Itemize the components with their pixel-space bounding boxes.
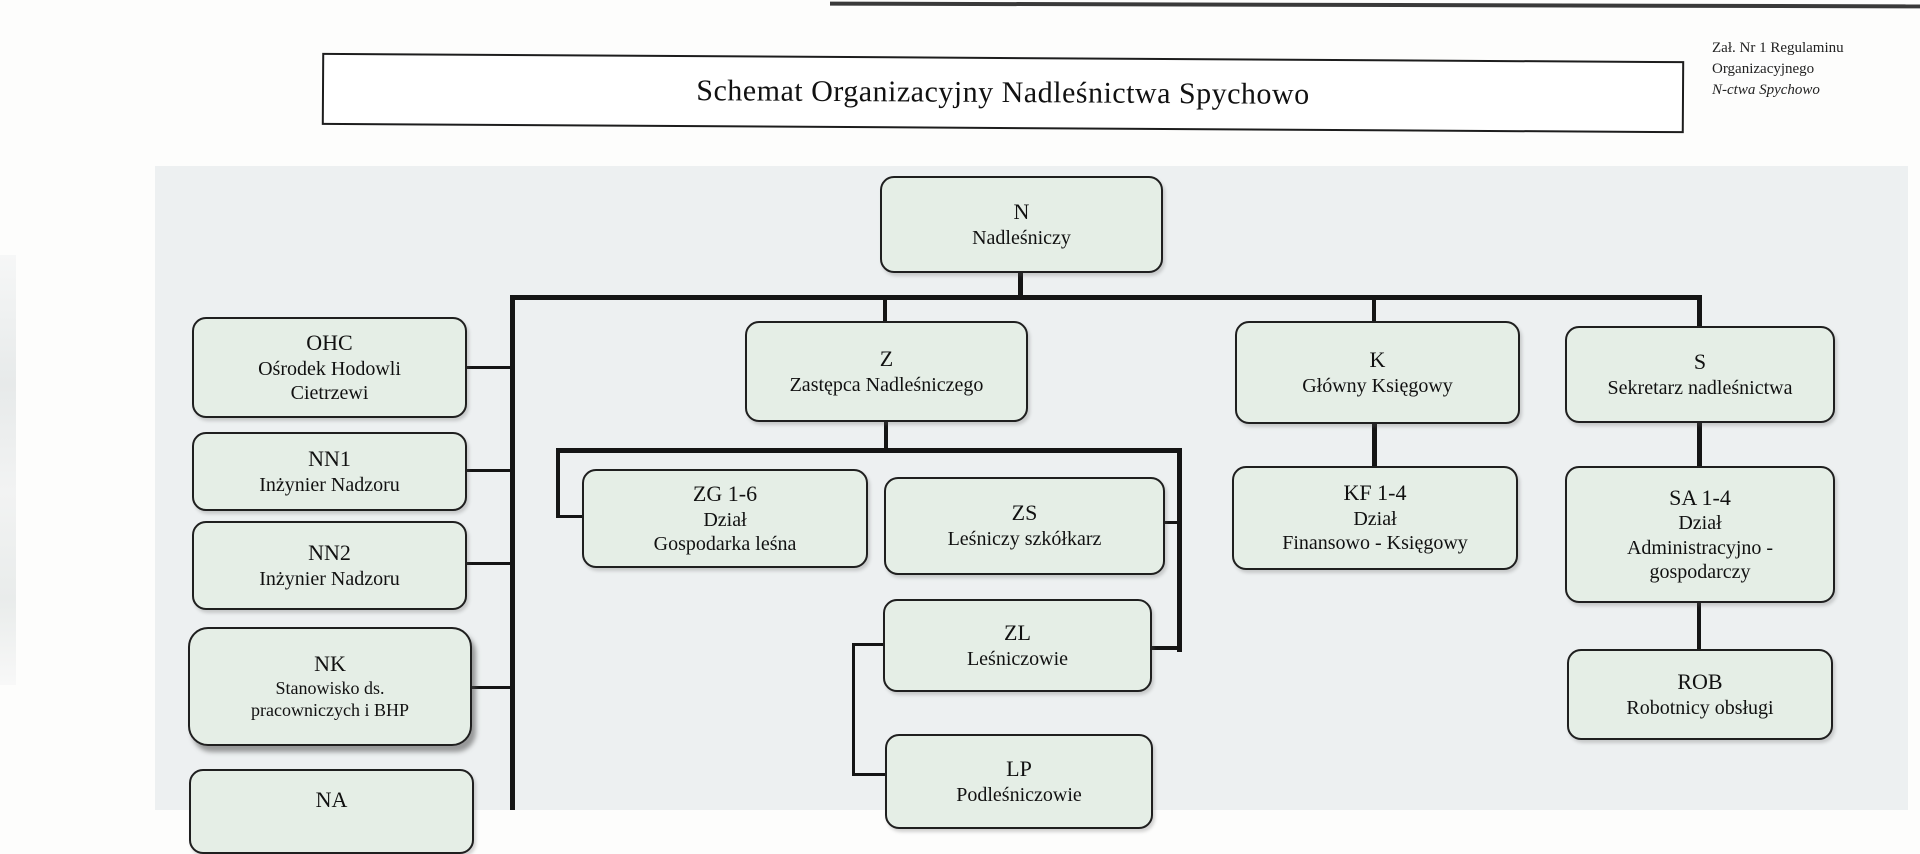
- node-label: Inżynier Nadzoru: [259, 567, 400, 590]
- node-label: pracowniczych i BHP: [251, 699, 409, 720]
- node-label: Dział: [703, 508, 747, 531]
- connector-stub-zs: [1160, 521, 1180, 524]
- org-node-nn2: NN2 Inżynier Nadzoru: [192, 521, 467, 610]
- node-label: Zastępca Nadleśniczego: [789, 373, 984, 396]
- org-node-zg: ZG 1-6 Dział Gospodarka leśna: [582, 469, 868, 568]
- scan-artifact-left-smudge: [0, 255, 16, 685]
- connector-sa-rob: [1697, 601, 1701, 651]
- connector-stub-ohc: [465, 366, 512, 369]
- attachment-note-line: N-ctwa Spychowo: [1712, 82, 1820, 98]
- node-label: Główny Księgowy: [1302, 374, 1453, 397]
- node-label: Inżynier Nadzoru: [259, 473, 400, 496]
- node-code: NA: [315, 787, 348, 812]
- connector-stub-zg: [556, 515, 586, 518]
- connector-stub-lp: [852, 773, 888, 776]
- org-node-ohc: OHC Ośrodek Hodowli Cietrzewi: [192, 317, 467, 418]
- connector-zg-elbow: [556, 448, 560, 518]
- org-node-lp: LP Podleśniczowie: [885, 734, 1153, 829]
- connector-z-drop: [883, 297, 887, 323]
- connector-stub-nn2: [465, 562, 512, 565]
- connector-k-drop: [1372, 297, 1376, 323]
- node-code: ZL: [1004, 619, 1031, 645]
- node-code: ZG 1-6: [692, 480, 758, 506]
- org-node-sa: SA 1-4 Dział Administracyjno - gospodarc…: [1565, 466, 1835, 603]
- connector-n-drop: [1018, 271, 1023, 300]
- org-node-nn1: NN1 Inżynier Nadzoru: [192, 432, 467, 511]
- scan-artifact-top-line: [829, 1, 1920, 9]
- node-label: Cietrzewi: [290, 381, 369, 404]
- org-node-rob: ROB Robotnicy obsługi: [1567, 649, 1833, 740]
- node-label: Podleśniczowie: [956, 783, 1082, 806]
- connector-main-bus: [510, 295, 1702, 300]
- node-label: Sekretarz nadleśnictwa: [1607, 376, 1793, 399]
- node-code: NN1: [308, 445, 351, 471]
- connector-s-drop: [1697, 295, 1702, 329]
- node-label: Dział: [1353, 508, 1397, 531]
- node-code: LP: [1006, 755, 1032, 781]
- connector-left-spine: [510, 295, 515, 810]
- org-node-na: NA: [189, 769, 474, 854]
- node-label: Ośrodek Hodowli: [258, 357, 401, 380]
- org-node-nk: NK Stanowisko ds. pracowniczych i BHP: [188, 627, 472, 746]
- node-label: Dział: [1678, 512, 1722, 535]
- node-code: OHC: [306, 329, 353, 355]
- title-box: Schemat Organizacyjny Nadleśnictwa Spych…: [321, 52, 1685, 134]
- node-label: Finansowo - Księgowy: [1282, 532, 1468, 555]
- node-code: SA 1-4: [1669, 484, 1731, 510]
- org-node-k: K Główny Księgowy: [1235, 321, 1520, 424]
- connector-stub-nn1: [465, 469, 512, 472]
- node-code: KF 1-4: [1343, 480, 1407, 506]
- node-label: Stanowisko ds.: [275, 677, 385, 698]
- attachment-note-line: Zał. Nr 1 Regulaminu: [1712, 40, 1844, 56]
- node-code: S: [1693, 348, 1707, 374]
- attachment-note-line: Organizacyjnego: [1712, 61, 1815, 77]
- document-title: Schemat Organizacyjny Nadleśnictwa Spych…: [696, 74, 1310, 111]
- node-code: N: [1013, 198, 1030, 224]
- node-label: Robotnicy obsługi: [1626, 696, 1774, 719]
- connector-z-sub-bus: [556, 448, 1182, 453]
- node-code: Z: [879, 345, 894, 371]
- connector-stub-zl: [1148, 646, 1180, 650]
- connector-right-elbow: [1177, 448, 1182, 652]
- connector-zl-left-stub: [852, 643, 886, 646]
- org-node-zs: ZS Leśniczy szkółkarz: [884, 477, 1165, 575]
- node-label: Leśniczy szkółkarz: [947, 528, 1102, 551]
- org-node-n: N Nadleśniczy: [880, 176, 1163, 273]
- node-label: Nadleśniczy: [972, 226, 1071, 249]
- org-node-zl: ZL Leśniczowie: [883, 599, 1152, 692]
- node-label: gospodarczy: [1649, 561, 1751, 584]
- node-code: NK: [314, 651, 346, 677]
- connector-z-down: [884, 420, 888, 452]
- node-label: Leśniczowie: [966, 647, 1069, 670]
- connector-s-sa: [1697, 421, 1702, 468]
- connector-k-kf: [1372, 422, 1377, 468]
- node-label: Administracyjno -: [1626, 536, 1774, 559]
- connector-stub-nk: [470, 686, 512, 689]
- node-code: ZS: [1011, 500, 1038, 526]
- org-node-z: Z Zastępca Nadleśniczego: [745, 321, 1028, 422]
- node-code: K: [1369, 346, 1386, 372]
- org-node-kf: KF 1-4 Dział Finansowo - Księgowy: [1232, 466, 1518, 570]
- attachment-note: Zał. Nr 1 Regulaminu Organizacyjnego N-c…: [1712, 38, 1920, 101]
- node-code: NN2: [308, 539, 351, 565]
- connector-lp-elbow: [852, 643, 855, 776]
- node-label: Gospodarka leśna: [653, 532, 797, 555]
- node-code: ROB: [1677, 668, 1723, 694]
- org-node-s: S Sekretarz nadleśnictwa: [1565, 326, 1835, 423]
